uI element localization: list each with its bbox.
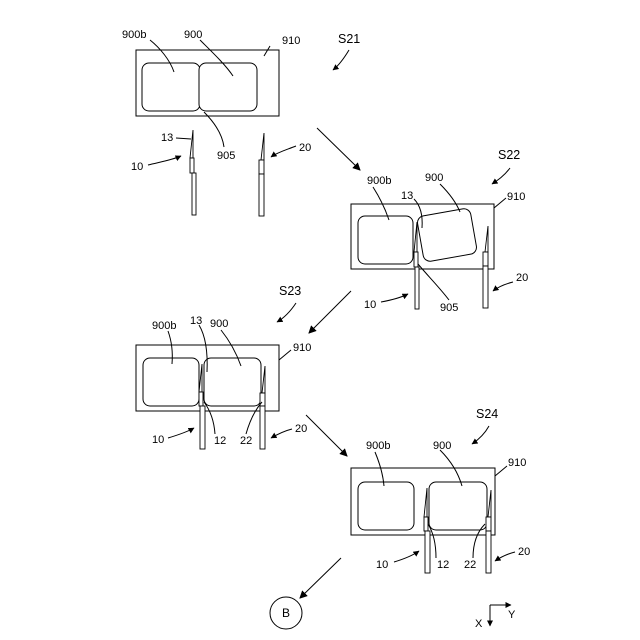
label-900: 900 <box>433 440 451 452</box>
axis-indicator: X Y <box>475 605 516 630</box>
sheet-900b <box>358 482 414 530</box>
label-900b: 900b <box>152 320 176 332</box>
sheet-900 <box>199 63 257 111</box>
label-910: 910 <box>507 191 525 203</box>
arrow-s23-s24 <box>306 415 347 456</box>
arrow-s22-s23 <box>309 291 351 333</box>
label-20: 20 <box>295 423 307 435</box>
label-910: 910 <box>293 342 311 354</box>
step-s24: 900b 900 910 S24 10 12 22 20 <box>351 407 530 573</box>
sheet-900b <box>358 216 413 264</box>
arrow-to-connector-b <box>300 558 341 598</box>
label-900b: 900b <box>366 440 390 452</box>
label-910: 910 <box>508 457 526 469</box>
label-900b: 900b <box>122 29 146 41</box>
step-s22: 900b 900 13 910 S22 905 10 20 <box>351 148 528 314</box>
label-10: 10 <box>131 161 143 173</box>
blade-20 <box>259 133 264 216</box>
connector-b: B <box>270 597 302 629</box>
step-label-s22: S22 <box>498 148 520 162</box>
sheet-900 <box>204 358 261 406</box>
sheet-900b <box>142 63 200 111</box>
label-22: 22 <box>240 435 252 447</box>
connector-b-label: B <box>282 606 290 620</box>
label-10: 10 <box>364 299 376 311</box>
step-label-s23: S23 <box>279 284 301 298</box>
step-label-s24: S24 <box>476 407 498 421</box>
axis-x-label: X <box>475 618 483 630</box>
label-10: 10 <box>152 434 164 446</box>
label-13: 13 <box>190 315 202 327</box>
label-20: 20 <box>518 546 530 558</box>
label-900: 900 <box>425 172 443 184</box>
label-900b: 900b <box>367 175 391 187</box>
sheet-900 <box>429 482 487 530</box>
blade-10 <box>190 130 196 215</box>
label-13: 13 <box>161 132 173 144</box>
label-12: 12 <box>214 435 226 447</box>
axis-y-label: Y <box>508 609 516 621</box>
label-905: 905 <box>217 150 235 162</box>
label-905: 905 <box>440 302 458 314</box>
label-13: 13 <box>401 190 413 202</box>
sheet-900b <box>143 358 199 406</box>
step-s23: 900b 13 900 910 S23 10 12 22 20 <box>136 284 311 449</box>
label-22: 22 <box>464 559 476 571</box>
blade-20 <box>483 226 488 308</box>
label-900: 900 <box>210 318 228 330</box>
blade-10 <box>414 222 419 309</box>
label-12: 12 <box>437 559 449 571</box>
arrow-s21-s22 <box>317 128 360 170</box>
sheet-900-tilted <box>416 208 477 263</box>
label-20: 20 <box>516 272 528 284</box>
label-20: 20 <box>299 142 311 154</box>
label-900: 900 <box>184 29 202 41</box>
step-s21: 900b 900 910 S21 13 905 10 20 <box>122 29 360 216</box>
step-label-s21: S21 <box>338 32 360 46</box>
label-910: 910 <box>282 35 300 47</box>
label-10: 10 <box>376 559 388 571</box>
